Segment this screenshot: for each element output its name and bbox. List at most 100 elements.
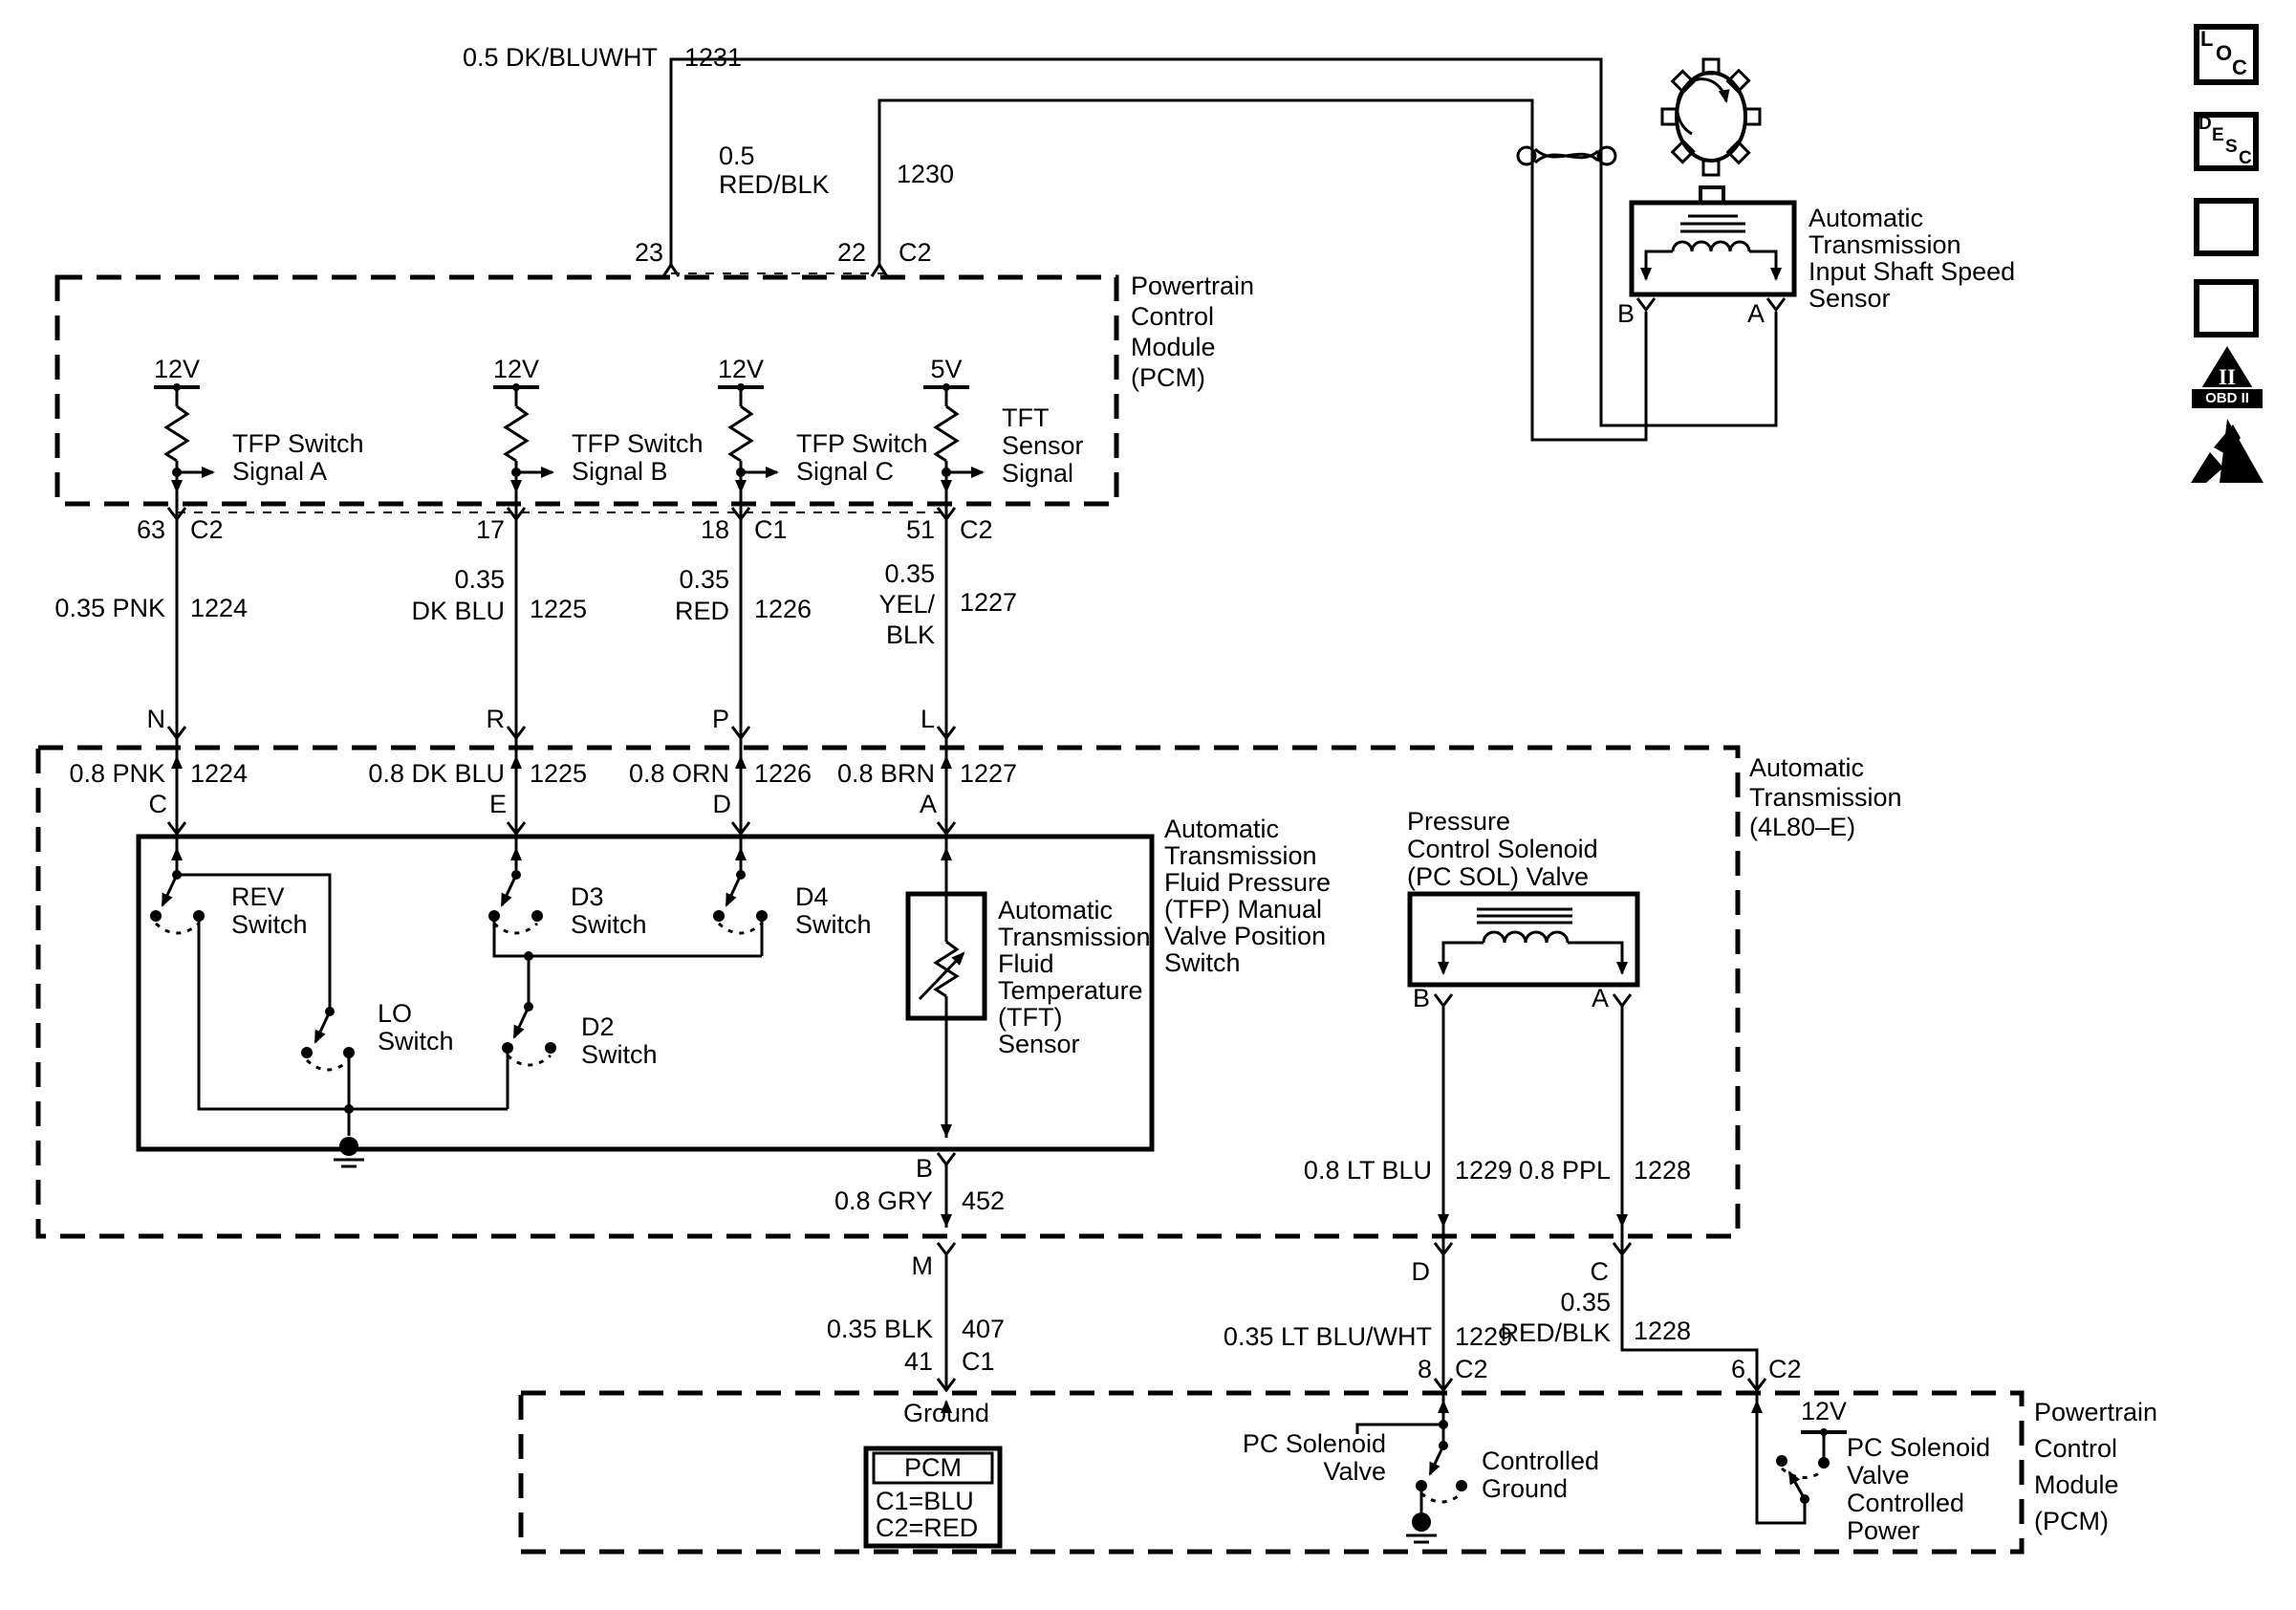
wire-407-circuit: 407 [962,1315,1006,1343]
d2-switch [502,956,556,1109]
back-arrow-button[interactable] [2194,279,2259,337]
inner-1227-circuit: 1227 [960,759,1018,788]
next-arrow-button[interactable] [2194,198,2259,256]
inner-1224-gauge: 0.8 PNK [69,759,165,788]
pc-solenoid-power-switch [1755,1390,1847,1525]
twisted-pair-icon [1516,145,1617,166]
rev-switch [150,870,508,1111]
inner-1226-gauge: 0.8 ORN [628,759,729,788]
d4-switch [713,870,768,956]
speed-sensor-body [1629,185,1797,313]
pcm-bottom-box [518,1390,2025,1555]
speed-sensor-terminal-b: B [1616,299,1635,328]
desc-letter-c: C [2239,148,2252,168]
tfp-signal-a-circuit [154,383,215,875]
desc-button[interactable] [2194,112,2259,171]
obd2-banner: OBD II [2205,390,2249,406]
wire-1229 [1433,1006,1454,1413]
pin-63: 63 [136,515,165,544]
lo-switch [301,1007,355,1136]
wire-1230 [870,98,1648,442]
wire-1224-circuit: 1224 [190,594,249,622]
tft-return-wire [936,1152,957,1413]
obd2-numeral: II [2219,365,2236,389]
wire-1228-gauge: 0.8 PPL [1518,1156,1611,1185]
wire-1229-circuit: 1229 [1455,1156,1513,1185]
wire-1227-circuit: 1227 [960,588,1018,617]
loc-letter-c: C [2232,55,2247,79]
tfp-signal-c-circuit [718,383,779,875]
pin-18: 18 [700,515,729,544]
terminal-l: L [920,705,935,733]
terminal-m: M [911,1251,934,1280]
wire-1224-gauge: 0.35 PNK [54,594,165,622]
inner-1225-gauge: 0.8 DK BLU [368,759,505,788]
tft-sensor [905,891,987,1138]
wire-1225-circuit: 1225 [530,595,588,623]
legend-row-c1: C1=BLU [876,1487,974,1515]
desc-letter-d: D [2199,114,2212,134]
wire-1231-gauge-label: 0.5 DK/BLUWHT [462,43,658,72]
terminal-n: N [146,705,166,733]
case-terminal-e: E [488,790,507,818]
loc-button[interactable] [2194,24,2259,85]
wire-1229-lower-gauge: 0.35 LT BLU/WHT [1223,1322,1432,1351]
wire-1228-circuit: 1228 [1634,1156,1692,1185]
supply-12v-c: 12V [717,355,765,383]
wire-407-gauge: 0.35 BLK [826,1315,933,1343]
terminal-p: P [711,705,729,733]
inner-1227-gauge: 0.8 BRN [836,759,935,788]
legend-row-c2: C2=RED [876,1513,979,1542]
pc-sol-terminal-a: A [1591,984,1609,1012]
terminal-c: C [1590,1257,1610,1286]
wire-1230-circuit-label: 1230 [897,160,955,188]
loc-letter-l: L [2200,27,2214,51]
desc-letter-e: E [2212,125,2224,145]
wire-452-gauge: 0.8 GRY [834,1186,933,1215]
tfp-signal-b-circuit [493,383,554,875]
speed-sensor-terminal-a: A [1746,299,1765,328]
case-terminal-a: A [919,790,937,818]
transmission-box [35,745,1741,1239]
pcm-connector-legend-box [863,1446,1003,1549]
pin-8-connector: C2 [1455,1355,1488,1383]
supply-12v-a: 12V [153,355,201,383]
pin-6-connector: C2 [1768,1355,1802,1383]
inner-1224-circuit: 1224 [190,759,249,788]
case-terminal-c: C [148,790,168,818]
speed-sensor-gear-icon [1660,57,1762,177]
legend-header: PCM [904,1453,962,1482]
connector-c2-label: C2 [899,238,932,267]
pin-23-label: 23 [634,238,663,267]
d3-switch [488,870,762,961]
terminal-d: D [1411,1257,1431,1286]
pin-41: 41 [903,1347,933,1376]
supply-5v-tft: 5V [930,355,963,383]
pin-18-connector: C1 [754,515,788,544]
obd2-icon [2190,346,2264,410]
pc-sol-valve [1407,891,1640,1009]
inner-1225-circuit: 1225 [530,759,588,788]
